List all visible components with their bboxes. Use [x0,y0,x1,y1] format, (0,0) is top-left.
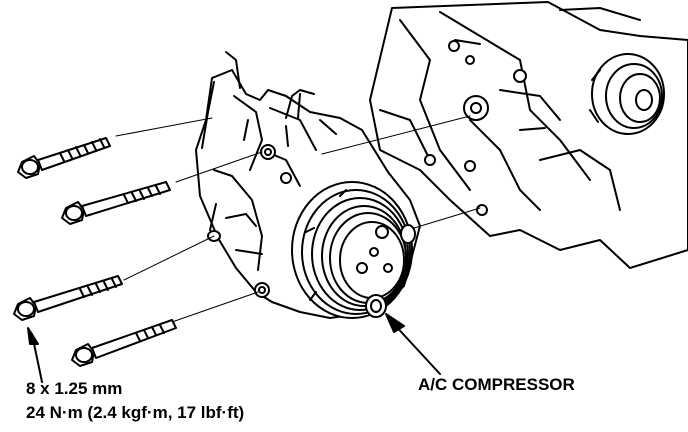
bolt-alignment-lines [115,115,481,323]
idler-pulley [589,53,665,135]
compressor-fittings [225,51,315,119]
arrow-icon [27,327,43,383]
bolt-icon [61,181,171,225]
arrow-icon [385,313,441,375]
clutch-hub-bolts [356,224,416,318]
bolt-size-label: 8 x 1.25 mm [26,379,123,398]
bolt-icon [13,275,123,321]
torque-spec-label: 24 N·m (2.4 kgf·m, 17 lbf·ft) [26,403,245,422]
clutch-pulley [291,181,413,319]
ac-compressor-label: A/C COMPRESSOR [418,375,575,394]
bolt-icon [17,137,111,179]
bracket-bolt-holes [424,40,527,216]
bolt-icon [71,319,177,367]
